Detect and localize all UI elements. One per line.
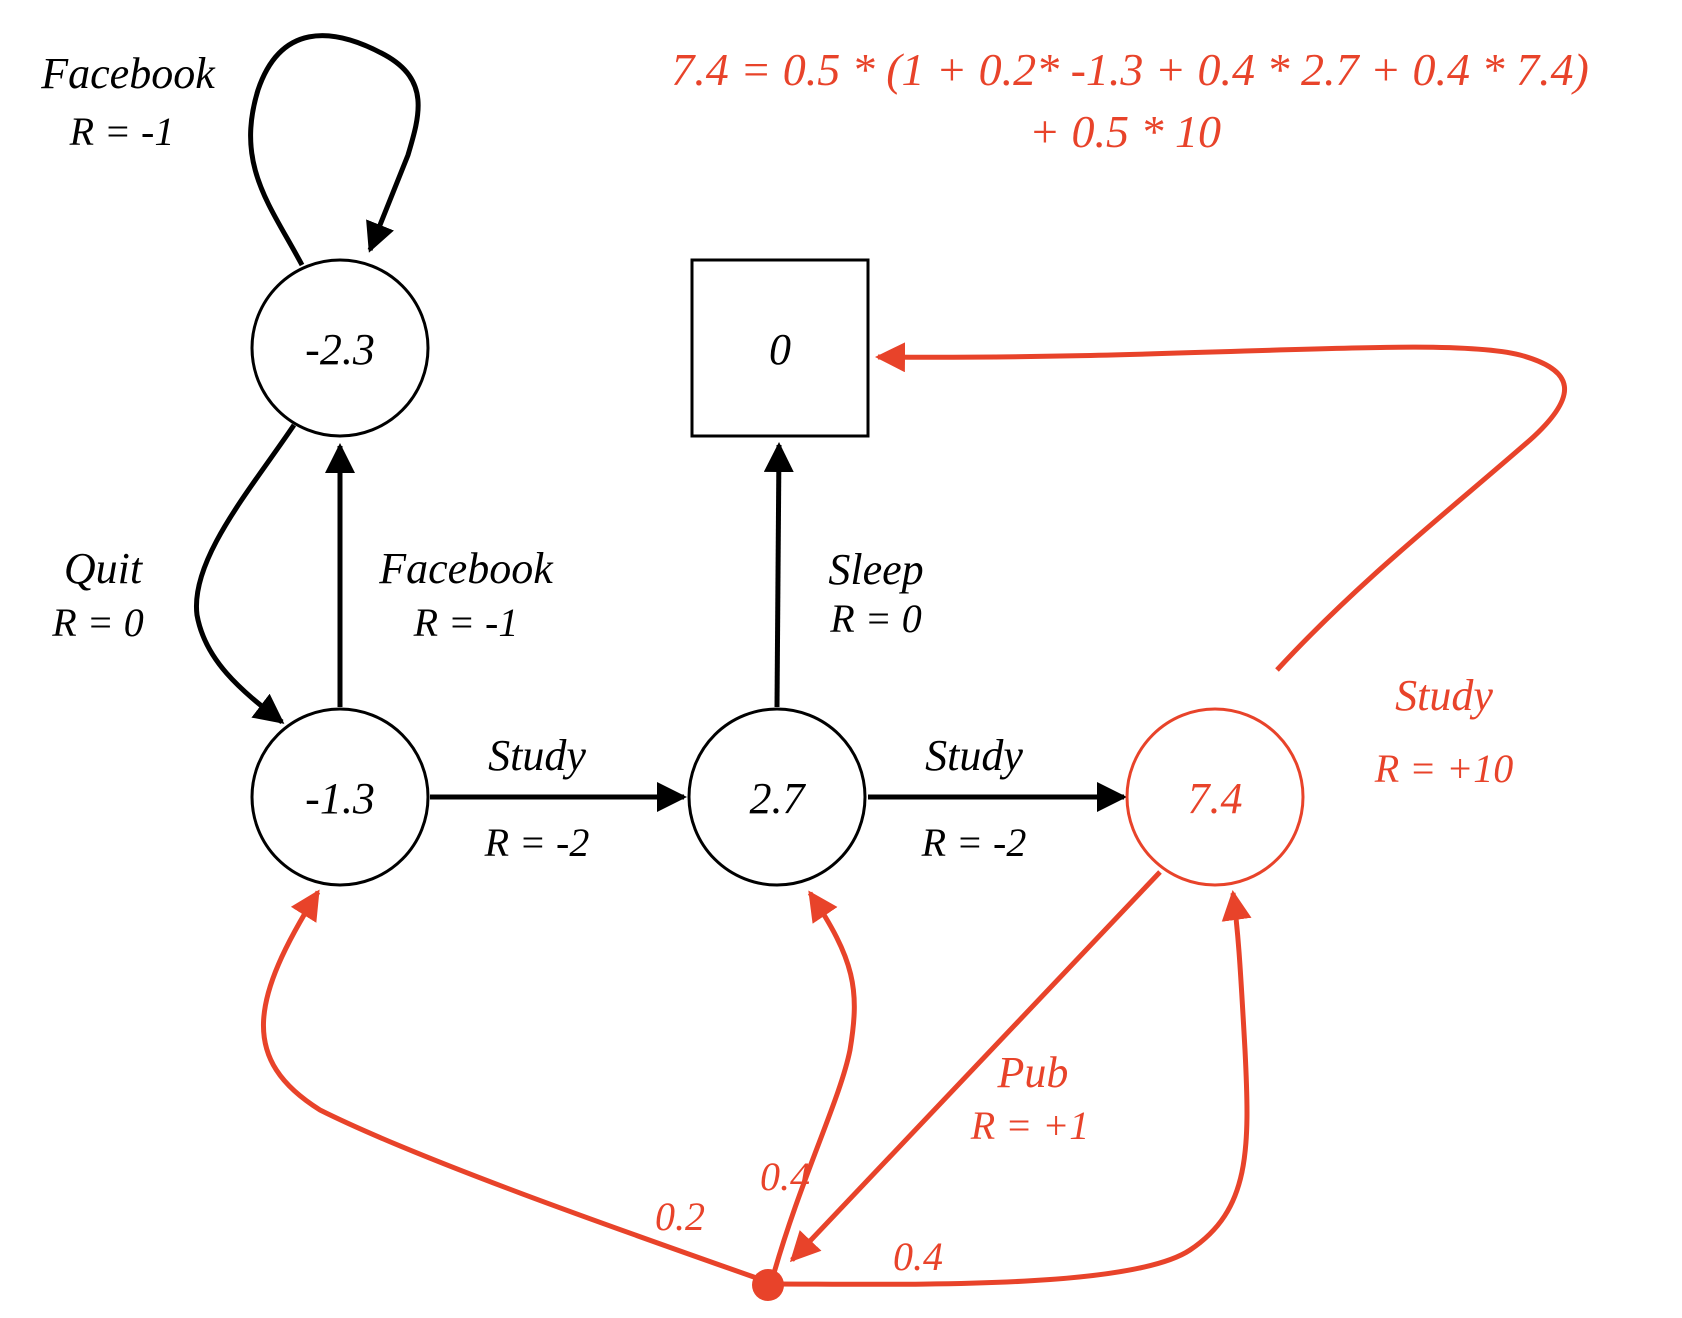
label-pub-action: Pub: [997, 1048, 1069, 1097]
label-pub-reward: R = +1: [970, 1103, 1089, 1148]
edge-quit: [193, 423, 297, 724]
label-facebook-up-action: Facebook: [378, 544, 554, 593]
edge-prob-to-class2: [769, 890, 857, 1281]
label-study1-reward: R = -2: [484, 820, 590, 865]
edge-pub: [789, 870, 1162, 1263]
chance-node: [752, 1269, 784, 1301]
label-study2-action: Study: [925, 731, 1023, 780]
state-class1: -1.3: [250, 707, 430, 887]
label-prob-class2: 0.4: [760, 1154, 810, 1199]
label-facebook-loop-reward: R = -1: [69, 109, 175, 154]
label-study2-reward: R = -2: [921, 820, 1027, 865]
state-facebook: -2.3: [250, 258, 430, 438]
state-class2: 2.7: [687, 707, 867, 887]
state-value: 2.7: [750, 774, 807, 823]
edge-study-plus10: [875, 342, 1568, 672]
state-value: 7.4: [1188, 774, 1243, 823]
formula-line-2: + 0.5 * 10: [1029, 106, 1221, 157]
state-value: -2.3: [305, 325, 375, 374]
edge-facebook-loop: [248, 33, 421, 267]
state-class3: 7.4: [1125, 707, 1305, 887]
label-prob-class1: 0.2: [655, 1194, 705, 1239]
label-quit-reward: R = 0: [51, 600, 143, 645]
edge-sleep: [763, 442, 794, 708]
label-study1-action: Study: [488, 731, 586, 780]
label-prob-class3: 0.4: [893, 1234, 943, 1279]
label-sleep-action: Sleep: [828, 545, 923, 594]
edge-prob-to-class1: [261, 889, 769, 1285]
state-value: 0: [769, 325, 791, 374]
label-study3-action: Study: [1395, 671, 1493, 720]
state-terminal: 0: [690, 258, 870, 438]
label-facebook-up-reward: R = -1: [413, 600, 519, 645]
state-value: -1.3: [305, 774, 375, 823]
label-sleep-reward: R = 0: [829, 596, 921, 641]
label-facebook-loop-action: Facebook: [40, 49, 216, 98]
label-quit-action: Quit: [64, 544, 144, 593]
label-study3-reward: R = +10: [1374, 746, 1513, 791]
edge-prob-to-class3: [771, 890, 1252, 1287]
formula-line-1: 7.4 = 0.5 * (1 + 0.2* -1.3 + 0.4 * 2.7 +…: [671, 44, 1589, 95]
